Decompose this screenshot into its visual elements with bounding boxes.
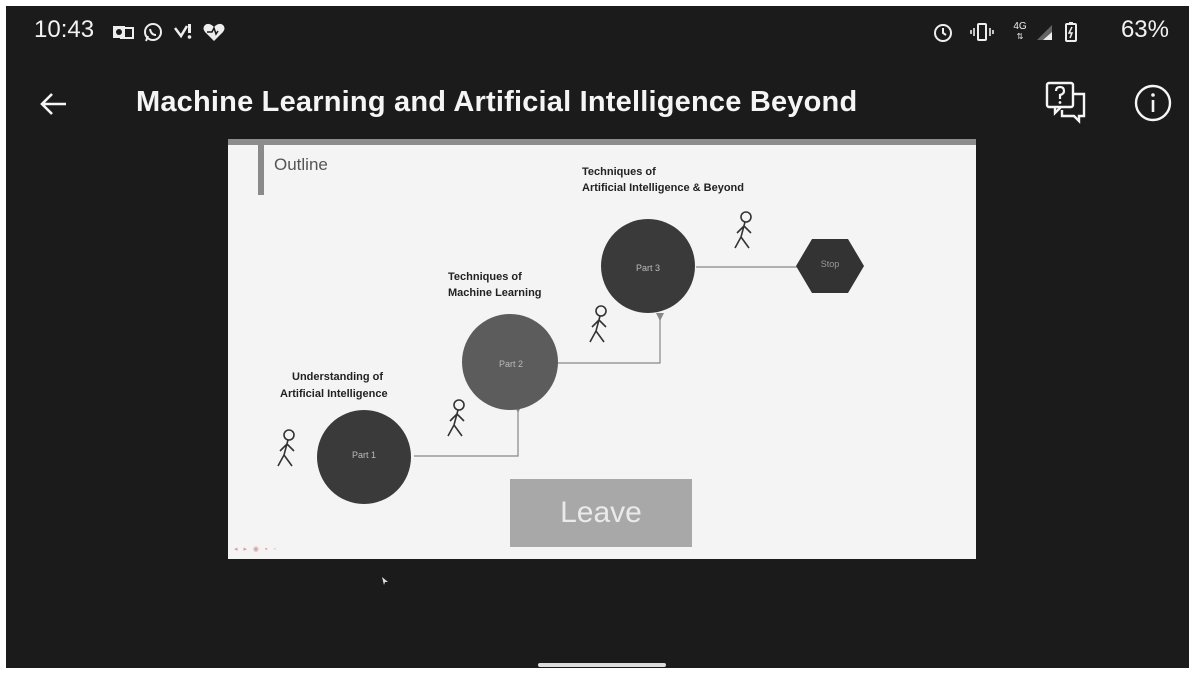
part-2-caption-line1: Techniques of bbox=[448, 271, 522, 283]
vibrate-icon bbox=[970, 22, 994, 42]
leave-button[interactable]: Leave bbox=[510, 479, 692, 547]
status-time: 10:43 bbox=[34, 16, 95, 43]
heart-icon bbox=[202, 22, 226, 42]
stop-hexagon bbox=[796, 239, 864, 293]
battery-percent: 63% bbox=[1120, 16, 1169, 43]
qa-icon[interactable] bbox=[1044, 80, 1088, 124]
walker-figure-3 bbox=[589, 305, 607, 343]
pointer-cursor-icon bbox=[382, 572, 388, 585]
part-3-caption-line2: Artificial Intelligence & Beyond bbox=[582, 182, 744, 194]
alarm-icon bbox=[932, 22, 954, 42]
part-3-caption-line1: Techniques of bbox=[582, 166, 656, 178]
back-arrow-icon[interactable] bbox=[38, 88, 70, 120]
network-icon: 4G ⇅ bbox=[1013, 21, 1027, 42]
meeting-screen: 10:43 4G ⇅ 63% bbox=[6, 6, 1189, 668]
whatsapp-icon bbox=[142, 22, 164, 42]
part-2-label: Part 2 bbox=[498, 359, 523, 369]
status-bar: 10:43 4G ⇅ 63% bbox=[6, 6, 1189, 56]
signal-icon bbox=[1034, 22, 1054, 42]
part-1-circle bbox=[317, 410, 411, 504]
slide-heading: Outline bbox=[274, 155, 328, 174]
connector-2-3 bbox=[556, 315, 661, 364]
outlook-icon bbox=[112, 22, 134, 42]
shared-slide: Outline bbox=[228, 139, 976, 559]
stop-label: Stop bbox=[820, 259, 840, 269]
part-2-caption-line2: Machine Learning bbox=[448, 287, 542, 299]
app-bar: Machine Learning and Artificial Intellig… bbox=[6, 64, 1189, 144]
part-1-caption-line2: Artificial Intelligence bbox=[280, 388, 388, 400]
battery-icon bbox=[1064, 22, 1078, 42]
network-type: 4G bbox=[1013, 21, 1027, 32]
info-icon[interactable] bbox=[1132, 82, 1174, 124]
roadmap-diagram bbox=[277, 211, 864, 504]
slide-nav-controls[interactable]: ◂ ▸ ◉ ▪ ◦ bbox=[234, 546, 278, 553]
connector-1-2 bbox=[414, 407, 519, 457]
slide-accent-bar bbox=[258, 145, 264, 195]
meeting-title: Machine Learning and Artificial Intellig… bbox=[136, 86, 858, 118]
part-1-caption-line1: Understanding of bbox=[292, 371, 384, 383]
walker-figure-1 bbox=[277, 429, 295, 467]
part-3-label: Part 3 bbox=[635, 263, 660, 273]
home-indicator[interactable] bbox=[538, 663, 666, 667]
walker-figure-2 bbox=[447, 399, 465, 437]
missed-call-icon bbox=[172, 22, 194, 42]
part-1-label: Part 1 bbox=[351, 450, 376, 460]
walker-figure-4 bbox=[734, 211, 752, 249]
part-2-circle bbox=[462, 314, 558, 410]
part-3-circle bbox=[601, 219, 695, 313]
slide-top-border bbox=[228, 139, 976, 145]
